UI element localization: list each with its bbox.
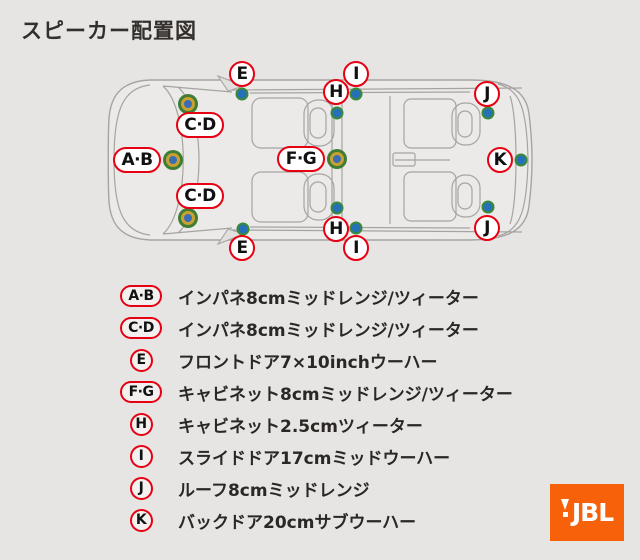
- legend-text-i: スライドドア17cmミッドウーハー: [178, 448, 451, 469]
- speaker-dot-h-top-cabinet-icon: [330, 106, 344, 120]
- marker-label-h-top: H: [323, 79, 349, 105]
- speaker-dot-j-top-roof-icon: [481, 106, 495, 120]
- marker-label-i-top: I: [343, 61, 369, 87]
- marker-label-fg: F·G: [277, 146, 325, 172]
- speaker-dot-cd-top-midrange-tweeter-icon: [181, 97, 195, 111]
- legend-badge-fg: F·G: [120, 381, 162, 403]
- legend-text-j: ルーフ8cmミッドレンジ: [178, 480, 370, 501]
- legend-text-cd: インパネ8cmミッドレンジ/ツィーター: [178, 320, 479, 341]
- marker-label-h-bottom: H: [323, 216, 349, 242]
- legend-row-i: I スライドドア17cmミッドウーハー: [116, 440, 513, 472]
- legend-row-ab: A·B インパネ8cmミッドレンジ/ツィーター: [116, 280, 513, 312]
- marker-label-e-top: E: [229, 61, 255, 87]
- legend-badge-ab: A·B: [120, 285, 162, 307]
- marker-label-j-bottom: J: [474, 215, 500, 241]
- marker-label-k: K: [487, 147, 513, 173]
- legend-row-k: K バックドア20cmサブウーハー: [116, 504, 513, 536]
- marker-label-j-top: J: [474, 81, 500, 107]
- speaker-dot-cd-bottom-midrange-tweeter-icon: [181, 211, 195, 225]
- legend-text-e: フロントドア7×10inchウーハー: [178, 352, 438, 373]
- legend-badge-i: I: [129, 444, 153, 468]
- legend-badge-cd: C·D: [120, 317, 162, 339]
- jbl-logo-text: JBL: [571, 498, 614, 527]
- legend-row-fg: F·G キャビネット8cmミッドレンジ/ツィーター: [116, 376, 513, 408]
- jbl-logo: JBL: [550, 484, 624, 541]
- speaker-dot-j-bottom-roof-icon: [481, 200, 495, 214]
- speaker-dot-fg-midrange-tweeter-icon: [330, 152, 344, 166]
- legend-row-j: J ルーフ8cmミッドレンジ: [116, 472, 513, 504]
- legend-text-k: バックドア20cmサブウーハー: [178, 512, 417, 533]
- marker-label-e-bottom: E: [229, 235, 255, 261]
- legend-row-cd: C·D インパネ8cmミッドレンジ/ツィーター: [116, 312, 513, 344]
- legend-text-fg: キャビネット8cmミッドレンジ/ツィーター: [178, 384, 513, 405]
- speaker-legend: A·B インパネ8cmミッドレンジ/ツィーター C·D インパネ8cmミッドレン…: [116, 280, 513, 536]
- speaker-dot-e-bottom-front-door-icon: [236, 222, 250, 236]
- jbl-exclamation-icon: [560, 498, 570, 521]
- legend-text-h: キャビネット2.5cmツィーター: [178, 416, 423, 437]
- legend-text-ab: インパネ8cmミッドレンジ/ツィーター: [178, 288, 479, 309]
- legend-row-h: H キャビネット2.5cmツィーター: [116, 408, 513, 440]
- legend-row-e: E フロントドア7×10inchウーハー: [116, 344, 513, 376]
- legend-badge-e: E: [129, 348, 153, 372]
- page-title: スピーカー配置図: [21, 19, 197, 43]
- speaker-dot-k-back-door-icon: [514, 153, 528, 167]
- legend-badge-h: H: [129, 412, 153, 436]
- marker-label-cd-bottom: C·D: [176, 183, 224, 209]
- marker-label-i-bottom: I: [343, 235, 369, 261]
- speaker-dot-ab-midrange-tweeter-icon: [166, 153, 180, 167]
- legend-badge-j: J: [129, 476, 153, 500]
- speaker-dot-i-bottom-slide-door-icon: [349, 221, 363, 235]
- marker-label-ab: A·B: [113, 147, 161, 173]
- legend-badge-k: K: [129, 508, 153, 532]
- speaker-dot-h-bottom-cabinet-icon: [330, 201, 344, 215]
- marker-label-cd-top: C·D: [176, 112, 224, 138]
- speaker-dot-e-top-front-door-icon: [235, 87, 249, 101]
- speaker-dot-i-top-slide-door-icon: [349, 87, 363, 101]
